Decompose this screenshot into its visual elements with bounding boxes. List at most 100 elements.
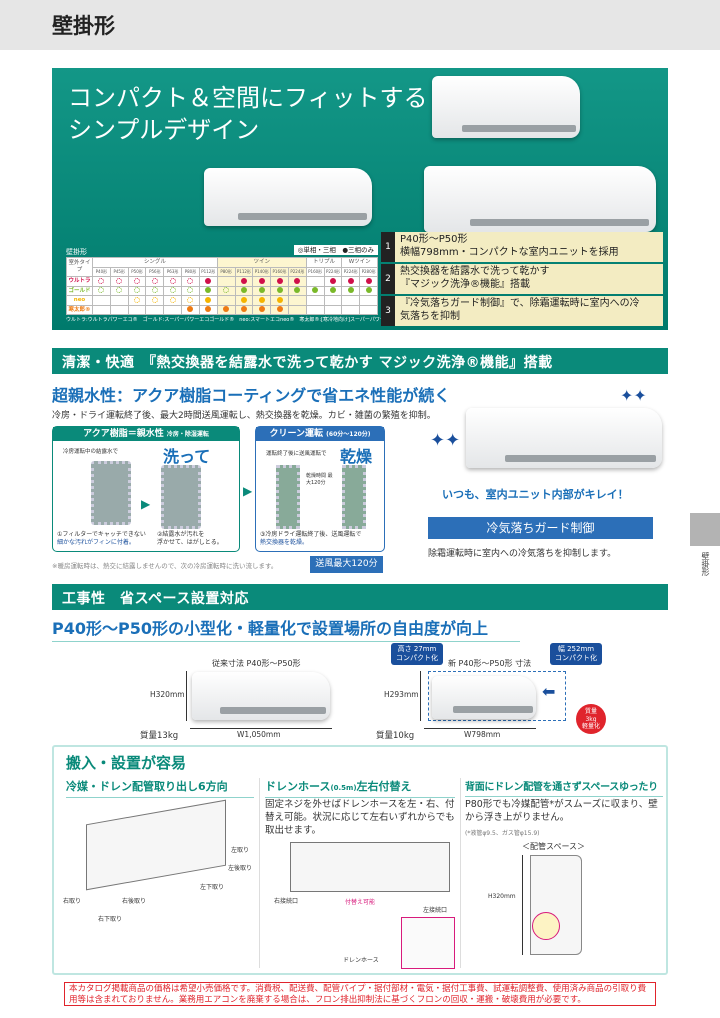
size-header: P63形 <box>163 266 183 277</box>
lineup-cell <box>305 304 325 315</box>
arrow-right-icon: ▶ <box>243 484 253 498</box>
feature-number: 3 <box>381 296 395 326</box>
lineup-cell <box>92 304 111 315</box>
size-header: P112形 <box>234 266 254 277</box>
single-three-phase-mark <box>169 277 176 284</box>
old-width: W1,050mm <box>237 730 281 739</box>
caption-1: ①フィルターでキャッチできない細かな汚れがフィンに付着。 <box>57 531 146 547</box>
feature-line: 横幅798mm・コンパクトな室内ユニットを採用 <box>400 247 619 258</box>
lineup-cell <box>252 285 272 296</box>
lineup-cell <box>127 276 147 287</box>
lineup-cell <box>305 276 325 287</box>
size-header: P56形 <box>145 266 165 277</box>
three-phase-only-mark <box>205 296 212 303</box>
three-phase-only-mark <box>347 277 354 284</box>
lineup-cell <box>323 295 343 306</box>
sparkle-icon: ✦✦ <box>430 430 461 451</box>
size-header: P112形 <box>198 266 218 277</box>
lineup-cell <box>216 285 236 296</box>
divider <box>460 778 461 968</box>
panel-label: 冷房運転中の結露水で <box>63 449 119 455</box>
height-dimension-line <box>522 855 523 955</box>
product-image-small <box>432 76 580 138</box>
single-three-phase-mark <box>151 287 158 294</box>
lineup-cell <box>359 285 378 296</box>
new-width: W798mm <box>464 730 501 739</box>
old-unit-image <box>192 672 330 720</box>
size-header: P80形 <box>181 266 200 277</box>
new-height: H293mm <box>384 690 419 699</box>
lineup-cell <box>145 295 165 306</box>
page-header: 壁掛形 <box>0 0 720 50</box>
callout-text: 幅 252mm <box>557 645 595 653</box>
cold-air-guard-desc: 除霜運転時に室内への冷気落ちを抑制します。 <box>428 549 617 559</box>
lineup-cell <box>216 276 236 287</box>
arrow-left-icon: ⬅ <box>542 682 556 701</box>
size-header: P160形 <box>270 266 289 277</box>
lineup-cell <box>359 276 378 287</box>
caption-text: ①フィルターでキャッチできない <box>57 531 146 538</box>
series-name: neo <box>66 295 93 306</box>
single-three-phase-mark <box>134 277 141 284</box>
lineup-cell <box>163 276 183 287</box>
direction-label: 左取り <box>231 847 250 854</box>
size-header: P140形 <box>252 266 272 277</box>
price-notice: 本カタログ掲載商品の価格は希望小売価格です。消費税、配送費、配管パイプ・据付部材… <box>64 982 656 1006</box>
direction-label: 右取り <box>63 898 82 905</box>
section-bar-clean: 清潔・快適 『熱交換器を結露水で洗って乾かす マジック洗浄®機能』搭載 <box>52 348 668 374</box>
single-three-phase-mark <box>151 296 158 303</box>
divider <box>259 778 260 968</box>
lineup-cell <box>145 304 165 315</box>
three-phase-only-mark <box>258 287 265 294</box>
badge-text: 3kg <box>585 715 597 723</box>
lineup-cell <box>216 304 236 315</box>
three-phase-only-mark <box>240 296 247 303</box>
caption-text: 熱交換器を乾燥。 <box>260 539 309 546</box>
lineup-cell <box>270 285 289 296</box>
lineup-cell <box>305 295 325 306</box>
side-index-tab[interactable] <box>690 513 720 546</box>
three-phase-only-mark <box>205 277 212 284</box>
new-unit-image <box>432 676 536 719</box>
caption-2: ②結露水が汚れを浮かせて、はがしとる。 <box>157 531 223 547</box>
three-phase-only-mark <box>240 277 247 284</box>
three-phase-only-mark <box>276 287 283 294</box>
three-phase-only-mark <box>329 277 336 284</box>
cold-air-guard-label: 冷気落ちガード制御 <box>428 517 653 539</box>
install-subheading: P40形〜P50形の小型化・軽量化で設置場所の自由度が向上 <box>52 615 520 642</box>
lineup-cell <box>181 304 200 315</box>
lineup-cell <box>109 285 129 296</box>
feature-line: 『冷気落ちガード制御』で、除霜運転時に室内への冷 <box>400 298 640 309</box>
lineup-cell <box>92 295 111 306</box>
three-phase-only-mark <box>276 277 283 284</box>
single-three-phase-mark <box>134 296 141 303</box>
lineup-row: ゴールド <box>66 285 378 296</box>
col2-heading: ドレンホース(0.5m)左右付替え <box>265 778 455 798</box>
size-header: P40形 <box>92 266 111 277</box>
three-phase-only-mark <box>258 277 265 284</box>
wash-label: 洗って <box>163 447 211 466</box>
height-dimension-line <box>186 671 187 721</box>
lineup-cell <box>198 304 218 315</box>
feature-item: 3『冷気落ちガード制御』で、除霜運転時に室内への冷気落ちを抑制 <box>381 296 663 326</box>
piping-space-highlight <box>532 912 560 940</box>
old-height: H320mm <box>150 690 185 699</box>
feature-text: P40形〜P50形横幅798mm・コンパクトな室内ユニットを採用 <box>395 232 624 262</box>
lineup-cell <box>181 295 200 306</box>
lineup-cell <box>341 276 361 287</box>
lineup-cell <box>341 285 361 296</box>
three-phase-only-mark <box>240 306 247 313</box>
lineup-cell <box>198 285 218 296</box>
series-name: 寒太郎® <box>66 304 93 315</box>
lineup-cell <box>163 285 183 296</box>
lineup-cell <box>198 276 218 287</box>
single-three-phase-mark <box>169 296 176 303</box>
panel-title: クリーン運転 (60分〜120分) <box>256 427 384 441</box>
lineup-cell <box>145 276 165 287</box>
lineup-legend: ◎単相・三相 ●三相のみ <box>293 245 378 255</box>
lineup-cell <box>359 304 378 315</box>
series-name: ゴールド <box>66 285 93 296</box>
size-header: P45形 <box>109 266 129 277</box>
